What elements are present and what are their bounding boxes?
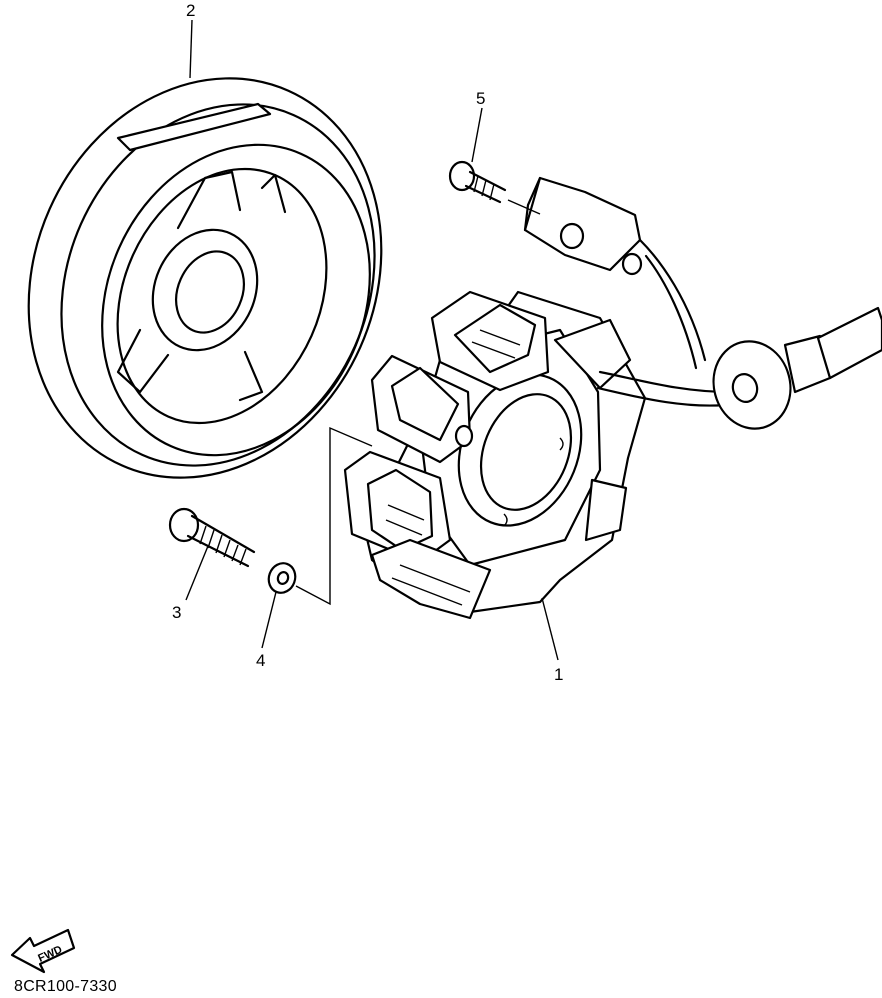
callout-4: 4 xyxy=(256,651,265,670)
callout-5: 5 xyxy=(476,89,485,108)
pickup-coil-and-harness xyxy=(523,176,882,430)
leader-lines xyxy=(185,19,559,661)
stator-assembly xyxy=(343,290,647,620)
washer-part-4 xyxy=(267,562,297,594)
callout-1: 1 xyxy=(554,665,563,684)
assembly-guide-line xyxy=(295,426,373,606)
rotor-assembly xyxy=(27,77,383,479)
callout-2: 2 xyxy=(186,1,195,20)
bolt-part-3 xyxy=(168,507,256,568)
fwd-arrow-icon: FWD xyxy=(10,928,76,974)
screw-part-5 xyxy=(448,160,541,215)
reference-code: 8CR100-7330 xyxy=(14,978,117,995)
callout-3: 3 xyxy=(172,603,181,622)
